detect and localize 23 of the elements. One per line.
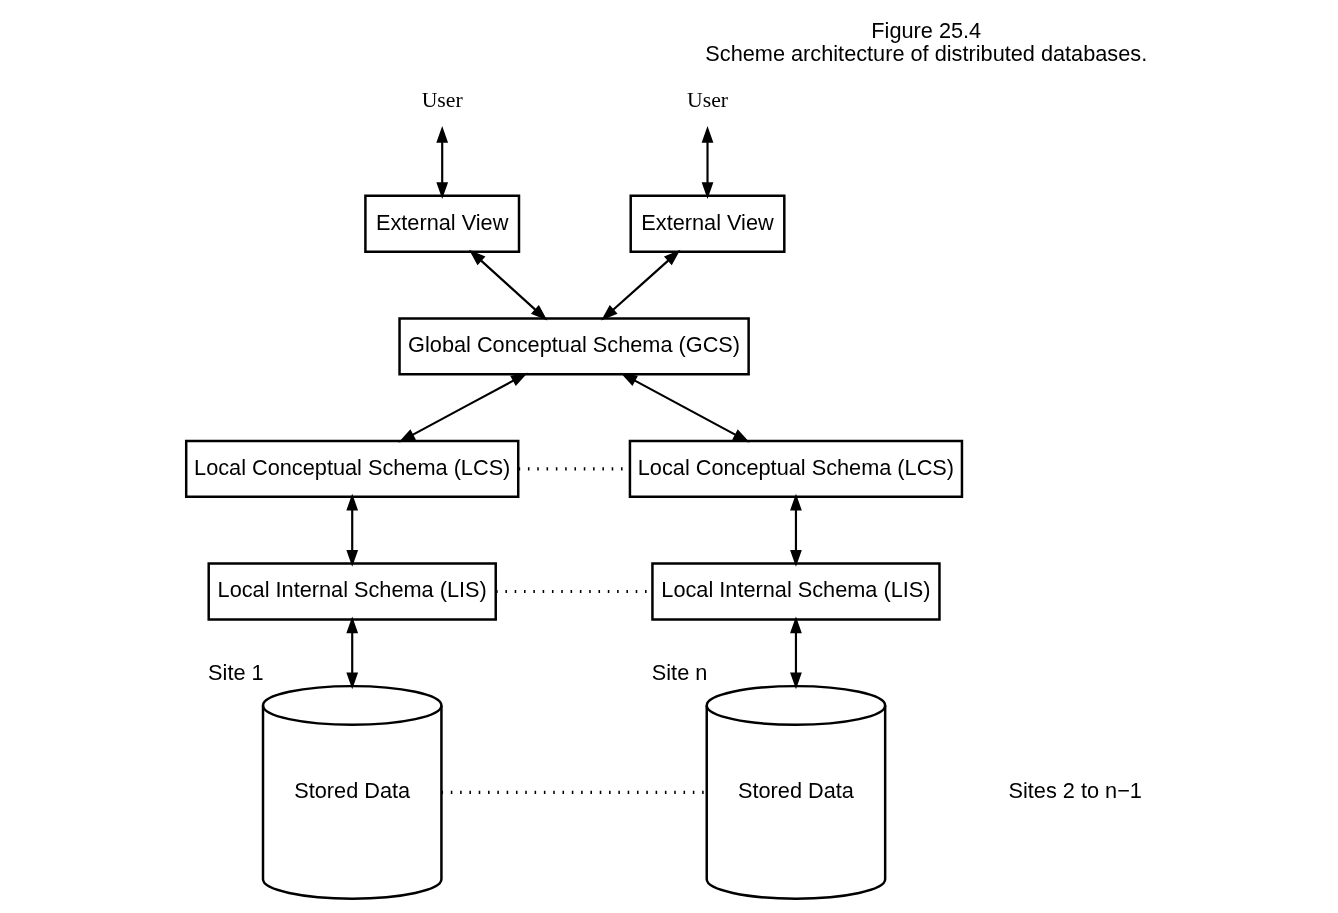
arrow (345, 616, 358, 690)
node-box: External View (628, 194, 786, 253)
label: Sites 2 to n−1 (1008, 778, 1142, 804)
node-label: Site n (651, 660, 707, 686)
node-box: Local Conceptual Schema (LCS) (628, 439, 963, 499)
arrow (701, 126, 713, 200)
node-box: External View (363, 194, 520, 253)
arrow (600, 249, 680, 321)
arrow (345, 493, 358, 567)
arrow (435, 126, 448, 200)
node-box: Local Internal Schema (LIS) (650, 562, 941, 621)
node-box: Local Conceptual Schema (LCS) (184, 439, 519, 499)
node-box: Local Internal Schema (LIS) (206, 562, 497, 621)
node-text: User (421, 87, 463, 112)
arrow (397, 372, 528, 443)
node-label: Site 1 (207, 660, 264, 686)
node-box: Global Conceptual Schema (GCS) (397, 317, 750, 376)
node-text: User (686, 87, 728, 112)
arrow (619, 372, 750, 443)
diagram-title: Figure 25.4 (870, 17, 981, 43)
arrow (468, 249, 547, 321)
arrow (789, 493, 802, 567)
arrow (789, 616, 802, 690)
